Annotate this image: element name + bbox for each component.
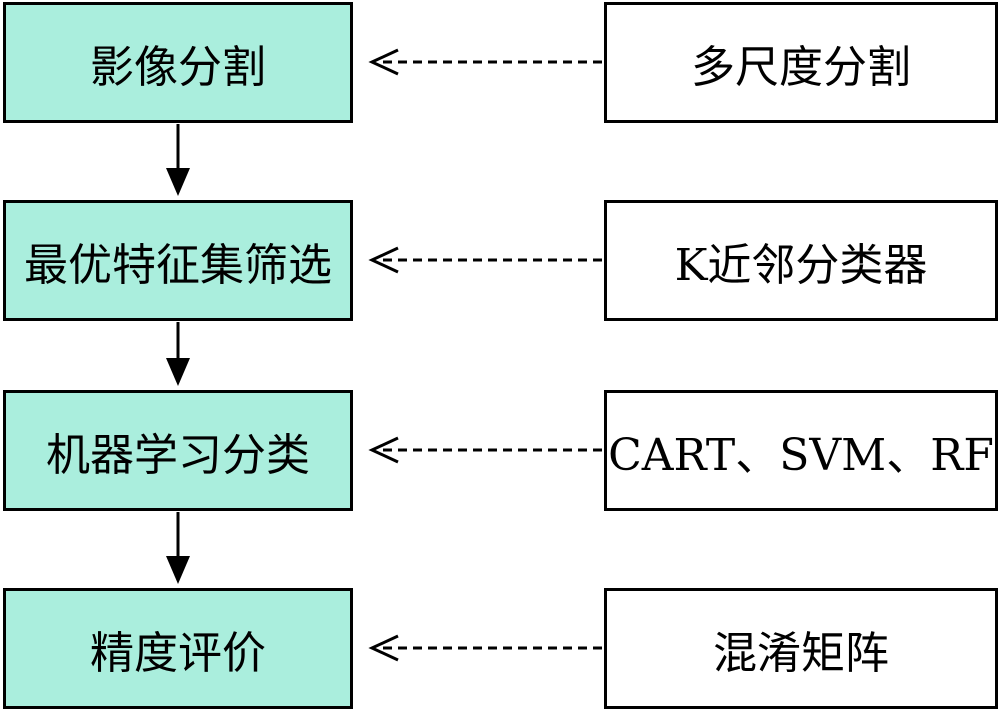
step-label: 机器学习分类 (46, 429, 310, 481)
step-box-feature-selection: 最优特征集筛选 (3, 200, 353, 321)
method-arrow (368, 48, 602, 76)
method-label: 多尺度分割 (691, 41, 911, 93)
step-label: 最优特征集筛选 (24, 239, 332, 291)
method-box-cart-svm-rf: CART、SVM、RF (604, 390, 998, 511)
method-arrow (368, 246, 602, 274)
flow-arrow (166, 322, 190, 386)
method-box-confusion-matrix: 混淆矩阵 (604, 588, 998, 709)
method-box-multiscale-segmentation: 多尺度分割 (604, 2, 998, 123)
method-label: 混淆矩阵 (713, 627, 889, 679)
method-arrow (368, 634, 602, 662)
flow-arrow (166, 124, 190, 196)
step-label: 影像分割 (90, 41, 266, 93)
step-box-accuracy-assessment: 精度评价 (3, 588, 353, 709)
flow-arrow (166, 512, 190, 584)
step-box-ml-classification: 机器学习分类 (3, 390, 353, 511)
step-label: 精度评价 (90, 627, 266, 679)
method-label: CART、SVM、RF (608, 429, 994, 481)
method-label: K近邻分类器 (674, 239, 928, 291)
step-box-image-segmentation: 影像分割 (3, 2, 353, 123)
method-arrow (368, 436, 602, 464)
method-box-knn-classifier: K近邻分类器 (604, 200, 998, 321)
